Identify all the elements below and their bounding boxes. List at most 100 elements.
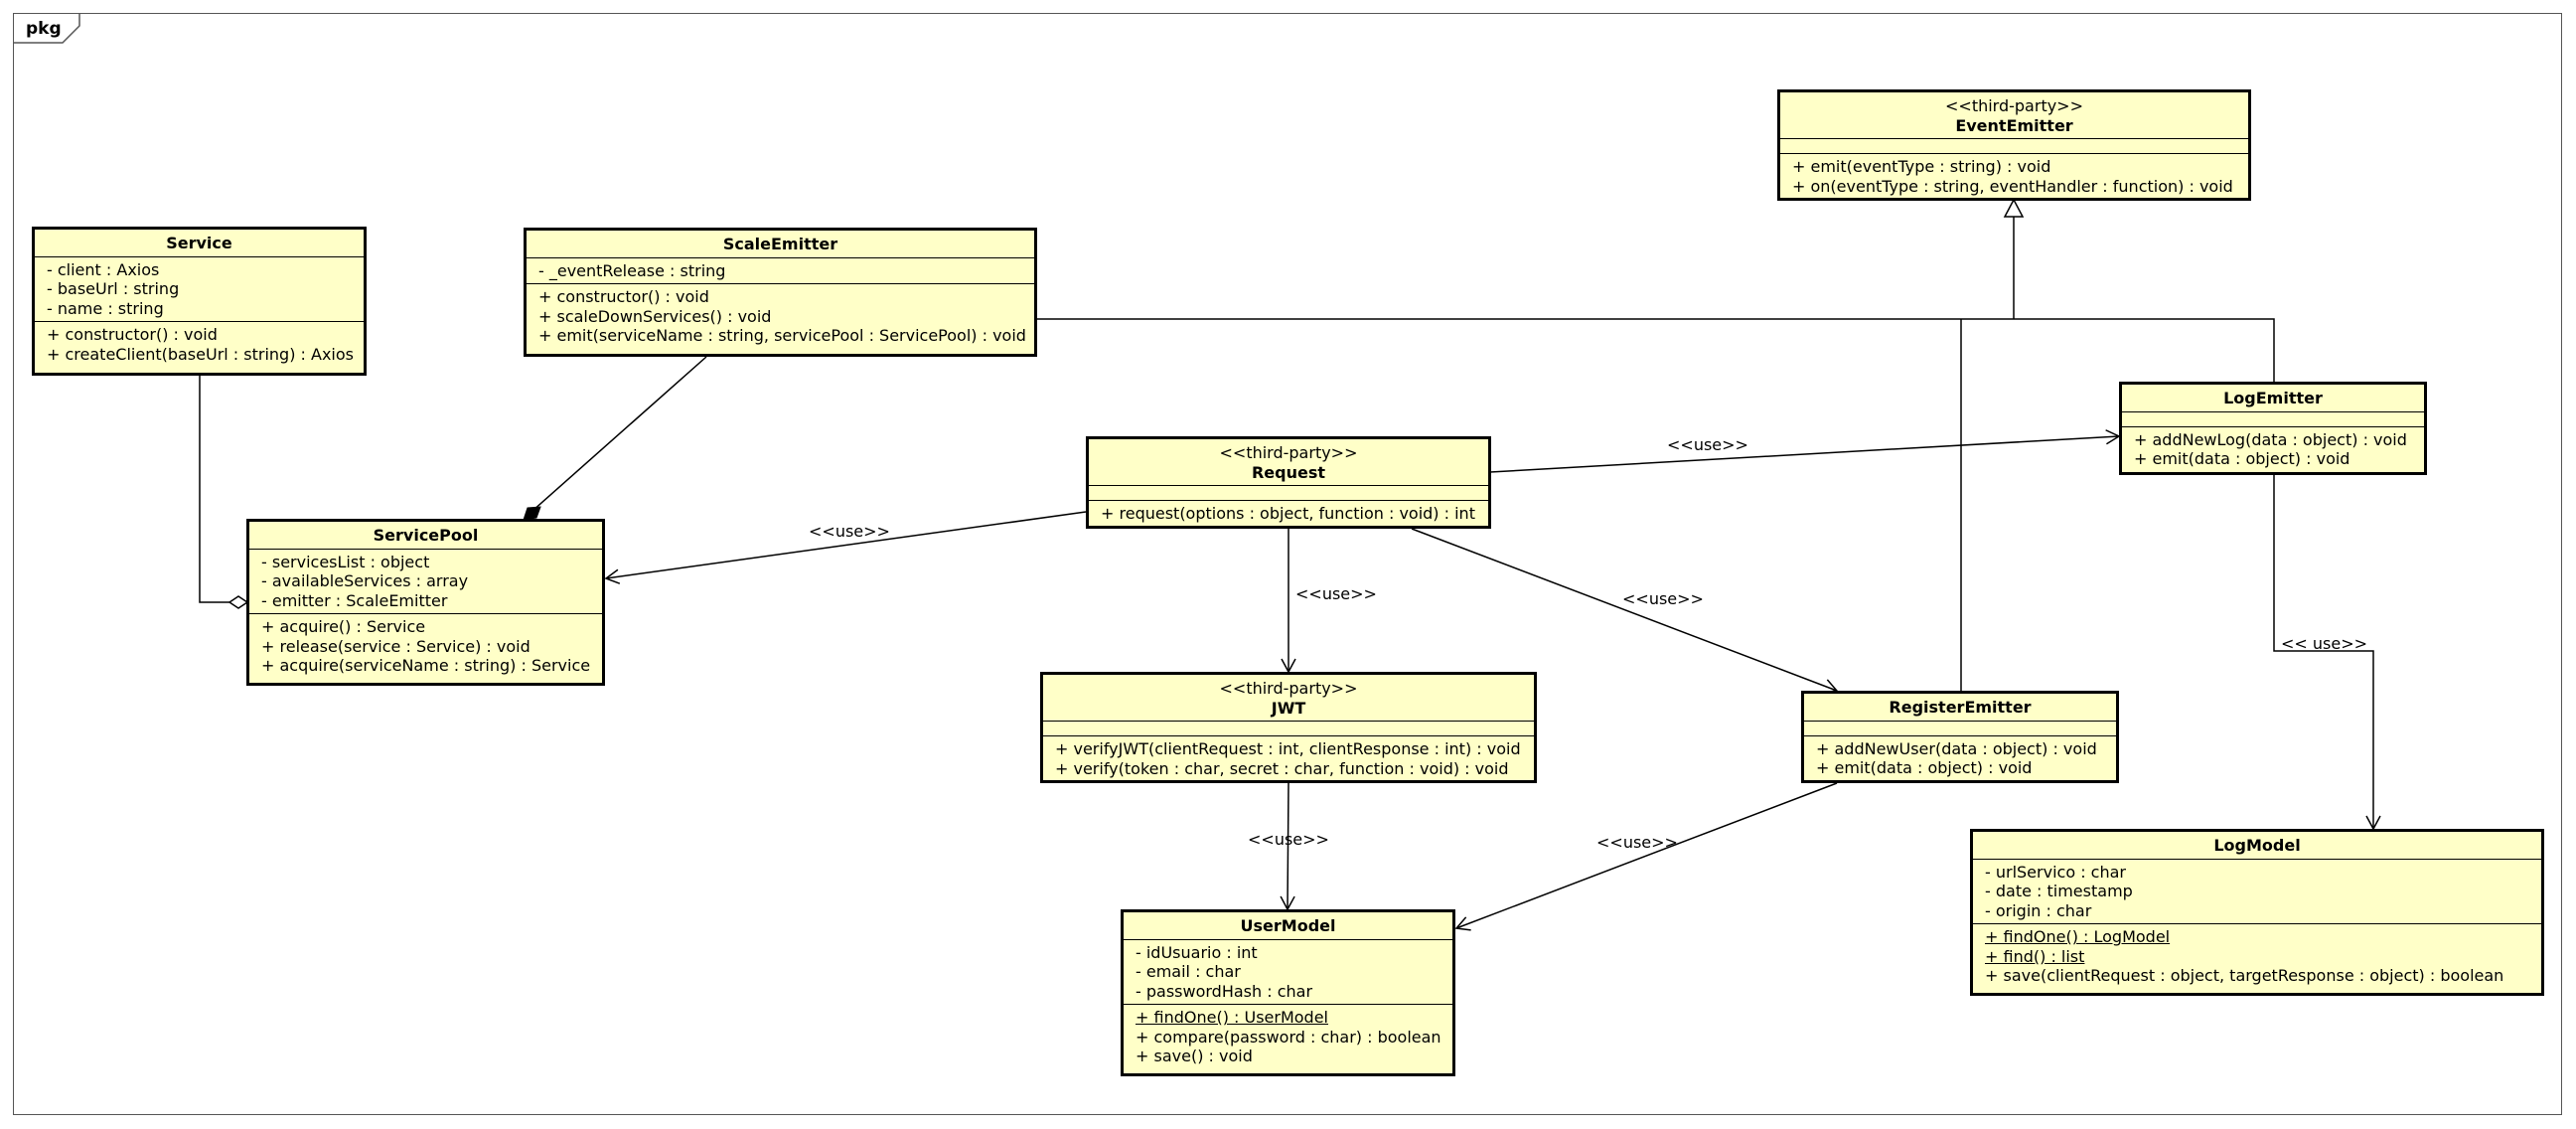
class-name: JWT	[1271, 698, 1306, 718]
operation: + on(eventType : string, eventHandler : …	[1792, 176, 2233, 196]
class-log-model: LogModel - urlServico : char- date : time…	[1970, 829, 2544, 996]
class-request: <<third-party>>Request + request(options …	[1086, 436, 1491, 529]
operation: + acquire() : Service	[261, 617, 426, 636]
class-attributes	[1043, 722, 1534, 736]
class-name: Service	[166, 234, 232, 252]
class-operations: + emit(eventType : string) : void+ on(ev…	[1780, 154, 2248, 199]
use-label-request-registeremitter: <<use>>	[1622, 589, 1704, 608]
use-label-logemitter-logmodel: << use>>	[2281, 634, 2368, 653]
operation: + save(clientRequest : object, targetRes…	[1985, 966, 2504, 985]
operation: + constructor() : void	[538, 287, 709, 306]
package-label: pkg	[26, 19, 62, 39]
class-attributes	[1089, 486, 1488, 501]
class-name: ScaleEmitter	[722, 235, 838, 253]
operation: + emit(eventType : string) : void	[1792, 157, 2051, 176]
use-logemitter-logmodel	[2273, 475, 2381, 831]
class-header: Service	[35, 230, 364, 257]
operation: + compare(password : char) : boolean	[1136, 1027, 1441, 1047]
class-jwt: <<third-party>>JWT + verifyJWT(clientRequ…	[1040, 672, 1537, 783]
class-operations: + constructor() : void+ createClient(bas…	[35, 322, 364, 367]
attribute: - passwordHash : char	[1136, 981, 1313, 1001]
class-attributes	[2122, 412, 2424, 427]
use-label-jwt-usermodel: <<use>>	[1248, 830, 1329, 849]
class-service: Service - client : Axios- baseUrl : strin…	[32, 227, 367, 376]
class-stereotype: <<third-party>>	[1219, 443, 1358, 462]
class-log-emitter: LogEmitter + addNewLog(data : object) : v…	[2119, 382, 2427, 475]
use-request-logemitter	[1489, 429, 2121, 473]
static-operation: + find() : list	[1985, 946, 2085, 966]
class-attributes: - urlServico : char- date : timestamp- o…	[1973, 860, 2541, 924]
class-header: <<third-party>>JWT	[1043, 675, 1534, 722]
operation: + request(options : object, function : v…	[1101, 504, 1475, 523]
class-name: LogModel	[2213, 836, 2301, 855]
composition-line	[531, 356, 707, 512]
class-name: RegisterEmitter	[1889, 698, 2032, 717]
use-request-registeremitter	[1411, 528, 1839, 694]
operation: + scaleDownServices() : void	[538, 306, 772, 326]
class-header: UserModel	[1124, 912, 1452, 940]
class-register-emitter: RegisterEmitter + addNewUser(data : objec…	[1801, 691, 2119, 783]
use-registeremitter-usermodel	[1454, 782, 1838, 931]
class-header: ServicePool	[249, 522, 602, 550]
class-operations: + constructor() : void+ scaleDownService…	[527, 284, 1034, 349]
attribute: - origin : char	[1985, 900, 2092, 920]
class-stereotype: <<third-party>>	[1945, 96, 2083, 115]
operation: + constructor() : void	[47, 325, 218, 344]
class-header: ScaleEmitter	[527, 231, 1034, 258]
class-operations: + findOne() : UserModel+ compare(passwor…	[1124, 1005, 1452, 1069]
class-operations: + addNewUser(data : object) : void+ emit…	[1804, 736, 2116, 781]
class-operations: + request(options : object, function : v…	[1089, 501, 1488, 527]
class-name: ServicePool	[373, 526, 479, 545]
attribute: - client : Axios	[47, 259, 160, 279]
class-operations: + acquire() : Service+ release(service :…	[249, 614, 602, 679]
class-operations: + findOne() : LogModel+ find() : list+ s…	[1973, 924, 2541, 989]
class-operations: + verifyJWT(clientRequest : int, clientR…	[1043, 736, 1534, 781]
class-attributes: - idUsuario : int- email : char- passwor…	[1124, 940, 1452, 1005]
attribute: - urlServico : char	[1985, 862, 2126, 882]
attribute: - servicesList : object	[261, 552, 430, 571]
class-header: LogModel	[1973, 832, 2541, 860]
generalization-log-emitter	[2014, 318, 2275, 384]
package-frame	[13, 13, 2562, 1115]
composition-diamond	[523, 506, 541, 521]
class-header: <<third-party>>Request	[1089, 439, 1488, 486]
attribute: - baseUrl : string	[47, 279, 180, 298]
use-request-servicepool	[604, 511, 1087, 584]
static-operation: + findOne() : LogModel	[1985, 927, 2171, 946]
use-label-request-servicepool: <<use>>	[809, 522, 890, 541]
operation: + save() : void	[1136, 1047, 1253, 1065]
operation: + emit(serviceName : string, servicePool…	[538, 326, 1026, 345]
attribute: - email : char	[1136, 962, 1241, 981]
aggregation-line	[199, 376, 229, 603]
class-service-pool: ServicePool - servicesList : object- avai…	[246, 519, 605, 686]
class-operations: + addNewLog(data : object) : void+ emit(…	[2122, 427, 2424, 472]
class-header: RegisterEmitter	[1804, 694, 2116, 722]
use-label-registeremitter-usermodel: <<use>>	[1596, 833, 1678, 852]
attribute: - name : string	[47, 298, 164, 318]
operation: + emit(data : object) : void	[1816, 758, 2033, 777]
operation: + emit(data : object) : void	[2134, 449, 2350, 468]
class-attributes	[1804, 722, 2116, 736]
class-user-model: UserModel - idUsuario : int- email : char…	[1121, 909, 1455, 1076]
class-name: UserModel	[1240, 916, 1336, 935]
class-attributes: - client : Axios- baseUrl : string- name…	[35, 257, 364, 322]
attribute: - _eventRelease : string	[538, 260, 726, 280]
class-attributes: - servicesList : object- availableServic…	[249, 550, 602, 614]
class-attributes	[1780, 139, 2248, 154]
operation: + verifyJWT(clientRequest : int, clientR…	[1055, 739, 1521, 758]
operation: + verify(token : char, secret : char, fu…	[1055, 758, 1509, 778]
class-header: LogEmitter	[2122, 385, 2424, 412]
use-label-request-jwt: <<use>>	[1295, 584, 1377, 603]
attribute: - emitter : ScaleEmitter	[261, 590, 448, 610]
operation: + addNewLog(data : object) : void	[2134, 429, 2407, 449]
class-scale-emitter: ScaleEmitter - _eventRelease : string + co…	[524, 228, 1037, 357]
operation: + createClient(baseUrl : string) : Axios	[47, 344, 354, 364]
class-name: LogEmitter	[2223, 389, 2323, 407]
class-name: Request	[1251, 462, 1326, 482]
class-stereotype: <<third-party>>	[1219, 679, 1358, 698]
attribute: - idUsuario : int	[1136, 942, 1258, 962]
class-header: <<third-party>>EventEmitter	[1780, 92, 2248, 139]
class-event-emitter: <<third-party>>EventEmitter + emit(eventT…	[1777, 89, 2251, 201]
